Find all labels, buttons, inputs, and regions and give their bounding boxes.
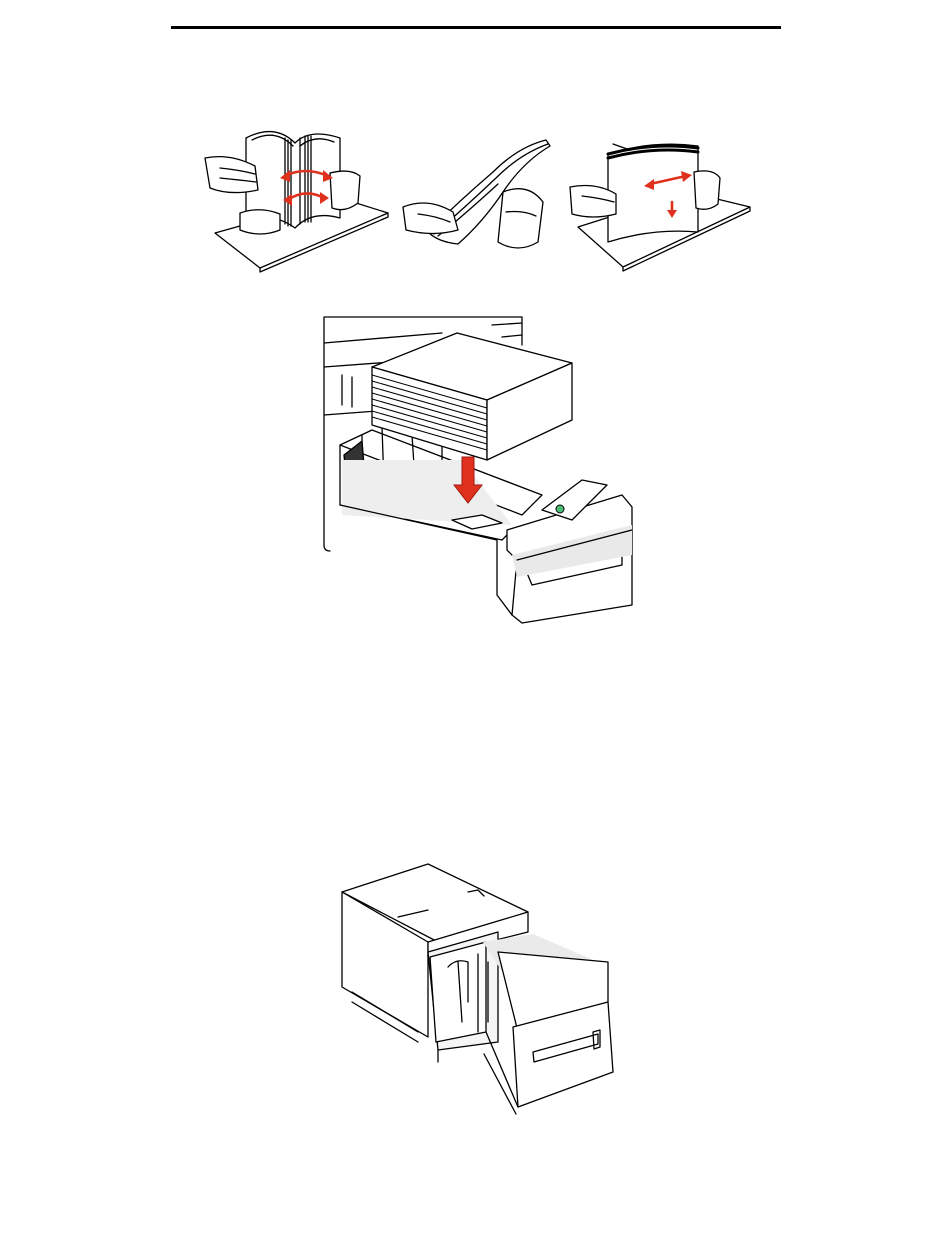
- header-rule: [171, 26, 781, 29]
- straighten-paper-illustration: [568, 132, 758, 272]
- feeder-open-illustration: [338, 862, 616, 1124]
- flex-paper-illustration: [200, 118, 390, 273]
- fan-paper-illustration: [398, 132, 563, 257]
- load-paper-tray-illustration: [322, 315, 634, 625]
